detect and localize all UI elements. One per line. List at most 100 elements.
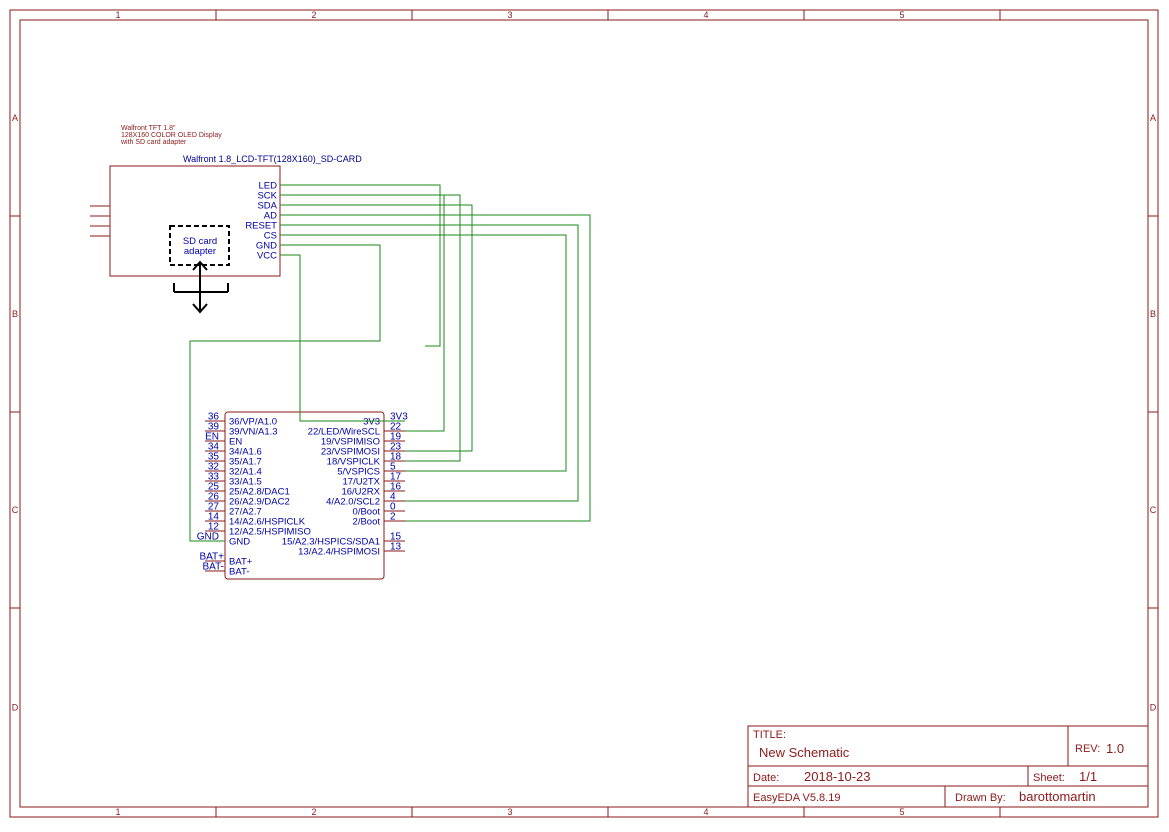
esp32-body xyxy=(224,411,385,580)
wire-led[interactable] xyxy=(280,184,441,347)
esp32-left-pin-number: 25 xyxy=(208,482,220,493)
title-block: TITLE: New Schematic REV: 1.0 Date: 2018… xyxy=(747,725,1149,808)
row-label-right: A xyxy=(1150,113,1156,123)
rev-value: 1.0 xyxy=(1106,741,1124,756)
display-pin-gnd: GND xyxy=(256,241,277,252)
display-pin-led: LED xyxy=(259,181,278,192)
row-label-left: D xyxy=(12,703,19,713)
display-pin-sck: SCK xyxy=(257,191,277,202)
esp32-left-pin-name: 33/A1.5 xyxy=(229,477,262,488)
column-label-bottom: 2 xyxy=(311,807,316,817)
inner-frame xyxy=(19,19,1149,808)
wire-vcc-3v3[interactable] xyxy=(280,254,405,422)
wire-reset-4[interactable] xyxy=(280,224,579,502)
column-label-bottom: 5 xyxy=(899,807,904,817)
esp32-right-pin-name: 0/Boot xyxy=(353,507,381,518)
wire-sda-23[interactable] xyxy=(280,204,473,452)
esp32-left-pin-name: 26/A2.9/DAC2 xyxy=(229,497,290,508)
esp32-left-pin-name: 25/A2.8/DAC1 xyxy=(229,487,290,498)
esp32-left-pin-name: 39/VN/A1.3 xyxy=(229,427,278,438)
esp32-bat-pin-name: BAT- xyxy=(229,567,249,578)
esp32-left-pin-number: 14 xyxy=(208,512,220,523)
esp32-right-pin-number: 5 xyxy=(390,462,396,473)
rev-label: REV: xyxy=(1075,743,1100,755)
esp32-left-pin-number: GND xyxy=(197,532,219,543)
display-pin-ad: AD xyxy=(264,211,277,222)
sheet-label: Sheet: xyxy=(1033,772,1065,784)
esp32-left-pin-name: GND xyxy=(229,537,250,548)
sd-card-adapter-box xyxy=(169,225,230,266)
esp32-bat-pin-number: BAT- xyxy=(203,562,224,573)
esp32-left-pin-name: 12/A2.5/HSPIMISO xyxy=(229,527,311,538)
column-label-bottom: 4 xyxy=(703,807,708,817)
esp32-left-pin-name: 14/A2.6/HSPICLK xyxy=(229,517,306,528)
display-pin-vcc: VCC xyxy=(257,251,277,262)
esp32-left-pin-name: 36/VP/A1.0 xyxy=(229,417,277,428)
display-note-line-2: 128X160 COLOR OLED Display xyxy=(121,132,222,139)
wire-gnd[interactable] xyxy=(189,244,381,542)
sd-adapter-label: adapter xyxy=(184,246,216,257)
display-module[interactable]: Walfront TFT 1.8" 128X160 COLOR OLED Dis… xyxy=(90,125,362,314)
title-value: New Schematic xyxy=(759,745,850,760)
esp32-right-pin-name: 17/U2TX xyxy=(343,477,381,488)
esp32-left-pin-name: 32/A1.4 xyxy=(229,467,262,478)
row-label-left: A xyxy=(12,113,18,123)
esp32-right-pin-number: 19 xyxy=(390,432,402,443)
wire-cs-5[interactable] xyxy=(280,234,567,472)
sd-card-label: SD card xyxy=(183,236,217,247)
display-part-name: Walfront 1.8_LCD-TFT(128X160)_SD-CARD xyxy=(183,154,362,164)
esp32-left-pin-name: EN xyxy=(229,437,242,448)
software-version: EasyEDA V5.8.19 xyxy=(753,792,840,804)
date-label: Date: xyxy=(753,772,779,784)
display-body xyxy=(109,165,281,277)
drawn-by-value: barottomartin xyxy=(1019,789,1096,804)
esp32-right-pin-name: 19/VSPIMISO xyxy=(321,437,380,448)
date-value: 2018-10-23 xyxy=(804,769,871,784)
title-label: TITLE: xyxy=(753,729,786,741)
column-label-top: 2 xyxy=(311,10,316,20)
row-label-left: C xyxy=(12,505,19,515)
esp32-right-pin-name: 15/A2.3/HSPICS/SDA1 xyxy=(282,537,380,548)
esp32-right-pin-number: 13 xyxy=(390,542,402,553)
row-label-left: B xyxy=(12,309,18,319)
arrow-down-icon xyxy=(192,303,208,314)
esp32-left-pin-number: EN xyxy=(205,432,219,443)
drawn-by-label: Drawn By: xyxy=(955,792,1006,804)
esp32-right-pin-name: 16/U2RX xyxy=(341,487,380,498)
wire-sck-22[interactable] xyxy=(280,194,445,432)
esp32-right-pin-name: 2/Boot xyxy=(353,517,381,528)
column-label-top: 5 xyxy=(899,10,904,20)
esp32-right-pin-name: 3V3 xyxy=(363,417,380,428)
column-label-bottom: 3 xyxy=(507,807,512,817)
esp32-right-pin-number: 16 xyxy=(390,482,402,493)
esp32-left-pin-number: 36 xyxy=(208,412,220,423)
esp32-right-pin-number: 17 xyxy=(390,472,402,483)
esp32-left-pin-name: 34/A1.6 xyxy=(229,447,262,458)
wire-ad-2[interactable] xyxy=(280,214,591,522)
esp32-left-pin-number: 35 xyxy=(208,452,220,463)
esp32-bat-pin-name: BAT+ xyxy=(229,557,253,568)
esp32-right-pin-name: 22/LED/WireSCL xyxy=(308,427,380,438)
column-label-top: 3 xyxy=(507,10,512,20)
esp32-left-pin-number: 39 xyxy=(208,422,220,433)
row-label-right: D xyxy=(1150,703,1157,713)
display-note-line-1: Walfront TFT 1.8" xyxy=(121,125,176,132)
esp32-right-pin-number: 2 xyxy=(390,512,396,523)
esp32-left-pin-number: 26 xyxy=(208,492,220,503)
esp32-right-pin-name: 4/A2.0/SCL2 xyxy=(326,497,380,508)
esp32-bat-pin-number: BAT+ xyxy=(199,552,224,563)
esp32-right-pin-number: 3V3 xyxy=(390,412,408,423)
outer-frame xyxy=(9,9,1159,818)
esp32-left-pin-number: 12 xyxy=(208,522,220,533)
esp32-left-pin-number: 27 xyxy=(208,502,220,513)
esp32-left-pin-number: 34 xyxy=(208,442,220,453)
column-label-bottom: 1 xyxy=(115,807,120,817)
esp32-right-pin-name: 13/A2.4/HSPIMOSI xyxy=(298,547,380,558)
wire-sck-18[interactable] xyxy=(280,194,461,462)
esp32-right-pin-number: 0 xyxy=(390,502,396,513)
